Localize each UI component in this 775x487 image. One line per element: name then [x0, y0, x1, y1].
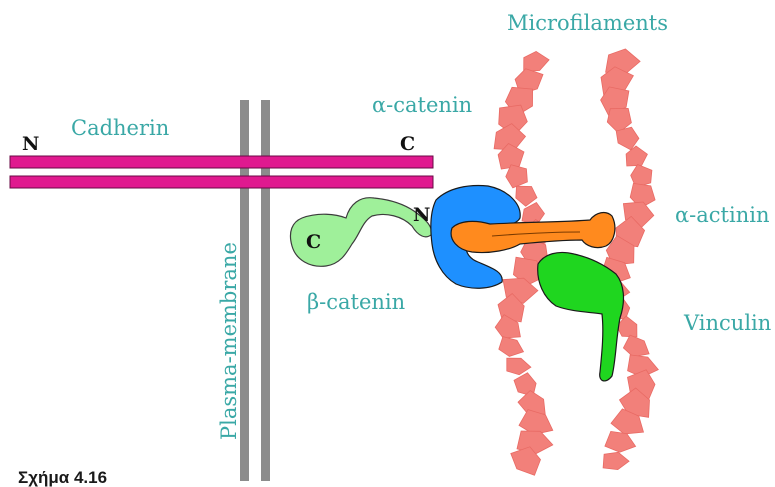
cadherin-strand-top	[10, 156, 433, 168]
vinculin-label: Vinculin	[683, 311, 771, 335]
actin-subunit	[524, 51, 549, 71]
beta-catenin-label: β-catenin	[307, 290, 405, 314]
microfilaments-label: Microfilaments	[507, 11, 668, 35]
cadherin-n-terminus: N	[22, 133, 39, 155]
actin-subunit	[623, 335, 649, 357]
beta-catenin-c-terminus: C	[306, 231, 321, 253]
cadherin	[10, 156, 433, 188]
plasma-membrane-label: Plasma-membrane	[217, 242, 241, 440]
actin-subunit	[605, 431, 636, 452]
cadherin-label: Cadherin	[71, 116, 169, 140]
alpha-actinin-label: α-actinin	[675, 203, 769, 227]
actin-subunit	[507, 358, 531, 375]
actin-subunit	[499, 337, 524, 357]
alpha-catenin-label: α-catenin	[372, 93, 472, 117]
figure-caption: Σχήμα 4.16	[18, 468, 107, 487]
cadherin-strand-bottom	[10, 176, 433, 188]
beta-catenin-n-terminus: N	[413, 204, 430, 226]
vinculin-shape	[538, 252, 624, 380]
cadherin-c-terminus: C	[400, 133, 415, 155]
microfilament-right	[601, 49, 659, 470]
actin-subunit	[516, 186, 537, 206]
actin-subunit	[603, 452, 629, 469]
